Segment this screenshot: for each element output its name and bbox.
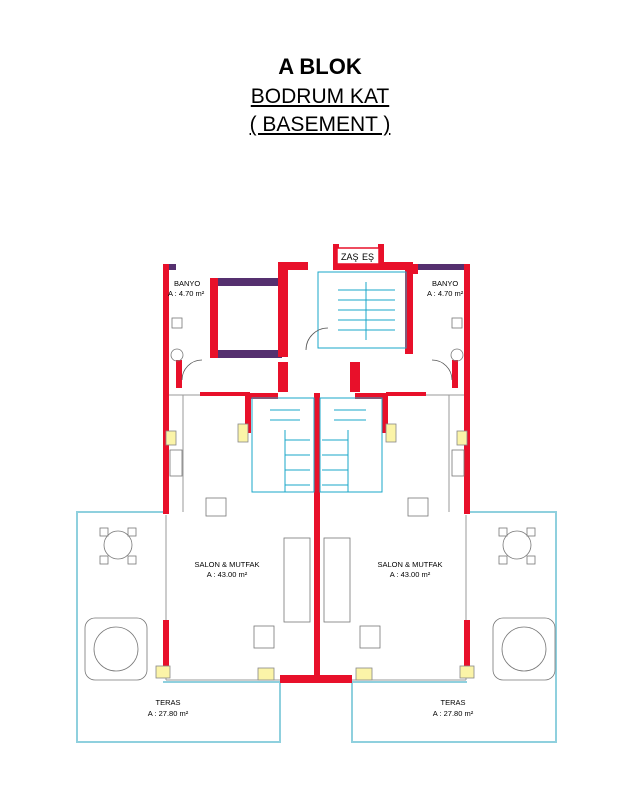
room-area-teras-left: A : 27.80 m² bbox=[148, 709, 189, 718]
room-area-banyo-left: A : 4.70 m² bbox=[168, 289, 205, 298]
stair-top bbox=[317, 271, 407, 349]
room-area-salon-left: A : 43.00 m² bbox=[207, 570, 248, 579]
shaft-box: ZAŞ EŞ bbox=[336, 247, 380, 265]
stair-right bbox=[319, 397, 383, 493]
stair-left bbox=[251, 397, 315, 493]
room-area-banyo-right: A : 4.70 m² bbox=[427, 289, 464, 298]
window-markers bbox=[155, 423, 475, 681]
floor-title: BODRUM KAT bbox=[250, 85, 390, 108]
room-name-salon-left: SALON & MUTFAK bbox=[194, 560, 259, 569]
shaft-label-zas: ZAŞ bbox=[341, 252, 359, 262]
door-swings bbox=[181, 327, 453, 381]
shaft-label-es: EŞ bbox=[362, 252, 374, 262]
room-name-banyo-left: BANYO bbox=[174, 279, 200, 288]
floor-subtitle: ( BASEMENT ) bbox=[249, 113, 391, 136]
room-name-banyo-right: BANYO bbox=[432, 279, 458, 288]
structural-walls bbox=[163, 244, 470, 683]
terrace-right bbox=[351, 511, 557, 743]
furniture bbox=[84, 317, 556, 681]
partitions bbox=[164, 264, 470, 358]
terrace-left bbox=[76, 511, 281, 743]
room-name-salon-right: SALON & MUTFAK bbox=[377, 560, 442, 569]
room-area-teras-right: A : 27.80 m² bbox=[433, 709, 474, 718]
room-labels: BANYO A : 4.70 m² BANYO A : 4.70 m² SALO… bbox=[148, 279, 474, 718]
room-name-teras-left: TERAS bbox=[155, 698, 180, 707]
room-name-teras-right: TERAS bbox=[440, 698, 465, 707]
terrace-outlines bbox=[76, 511, 557, 743]
room-area-salon-right: A : 43.00 m² bbox=[390, 570, 431, 579]
block-title: A BLOK bbox=[278, 54, 362, 79]
